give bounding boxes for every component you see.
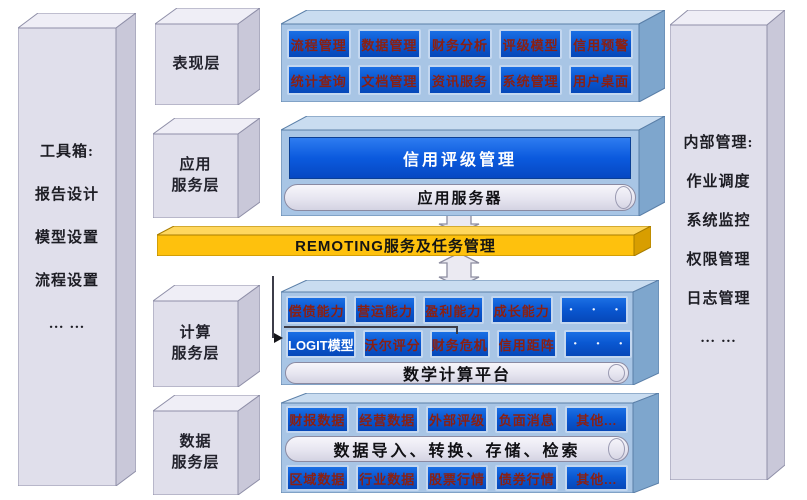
data-pipeline-cylinder: 数据导入、转换、存储、检索 <box>285 436 629 462</box>
layer-label: 服务层 <box>171 346 220 362</box>
internal-mgmt-item: 权限管理 <box>686 252 751 268</box>
module-button: 财务危机 <box>429 330 490 358</box>
callout-hline <box>284 326 458 328</box>
double-arrow-icon <box>438 253 480 287</box>
module-button: 信用预警 <box>569 29 633 59</box>
toolbox-panel: 工具箱: 报告设计 模型设置 流程设置 … … <box>18 13 136 486</box>
callout-vline <box>272 276 274 338</box>
toolbox-panel-3d-box <box>18 13 136 486</box>
data-source-button: 区域数据 <box>286 465 349 491</box>
credit-rating-app-bar: 信用评级管理 <box>289 137 631 179</box>
module-button: 评级模型 <box>498 29 563 59</box>
layer-label: 计算 <box>179 325 212 341</box>
module-button: 盈利能力 <box>422 296 485 324</box>
more-modules-button: · · · <box>563 330 633 358</box>
module-button: 偿债能力 <box>286 296 348 324</box>
toolbox-item-ellipsis: … … <box>48 316 86 332</box>
module-button: 用户桌面 <box>569 65 633 95</box>
internal-mgmt-text: 内部管理: 作业调度 系统监控 权限管理 日志管理 … … <box>670 132 767 349</box>
module-button: 流程管理 <box>287 29 351 59</box>
layer-label: 应用 <box>179 157 212 173</box>
module-button: 系统管理 <box>498 65 563 95</box>
application-server-cylinder: 应用服务器 <box>284 184 636 211</box>
toolbox-item: 报告设计 <box>34 187 99 203</box>
toolbox-title: 工具箱: <box>40 144 94 160</box>
internal-mgmt-item: 作业调度 <box>686 174 751 190</box>
math-platform-label: 数学计算平台 <box>402 367 511 384</box>
internal-mgmt-item-ellipsis: … … <box>700 330 737 346</box>
internal-mgmt-item: 系统监控 <box>686 213 751 229</box>
data-layer-container: 财报数据 经营数据 外部评级 负面消息 其他... 数据导入、转换、存储、检索 … <box>281 393 659 493</box>
toolbox-item: 流程设置 <box>34 273 99 289</box>
data-source-button: 负面消息 <box>495 406 559 433</box>
math-platform-cylinder: 数学计算平台 <box>285 362 629 384</box>
module-button: 营运能力 <box>354 296 416 324</box>
application-server-label: 应用服务器 <box>417 191 503 207</box>
callout-arrowhead-icon <box>274 333 283 343</box>
presentation-layer-container: 流程管理 数据管理 财务分析 评级模型 信用预警 统计查询 文档管理 资讯服务 … <box>281 10 665 102</box>
layer-cube-data: 数据 服务层 <box>153 395 260 495</box>
remoting-3d-bar <box>157 226 651 256</box>
data-source-button: 其他... <box>565 406 628 433</box>
cube-3d <box>153 118 260 218</box>
layer-cube-presentation: 表现层 <box>155 8 260 105</box>
remoting-bar: REMOTING服务及任务管理 <box>157 226 651 256</box>
internal-mgmt-panel: 内部管理: 作业调度 系统监控 权限管理 日志管理 … … <box>670 10 785 480</box>
callout-tick <box>456 326 458 334</box>
computing-layer-container: 偿债能力 营运能力 盈利能力 成长能力 · · · LOGIT模型 沃尔评分 财… <box>281 280 659 385</box>
application-layer-container: 信用评级管理 应用服务器 <box>281 116 665 216</box>
module-button: 信用距阵 <box>496 330 557 358</box>
internal-mgmt-3d-box <box>670 10 785 480</box>
data-source-button: 股票行情 <box>425 465 489 491</box>
cube-3d <box>153 395 260 495</box>
layer-label: 表现层 <box>172 56 221 72</box>
toolbox-item: 模型设置 <box>34 230 99 246</box>
layer-label: 服务层 <box>171 455 220 471</box>
data-pipeline-label: 数据导入、转换、存储、检索 <box>333 443 581 460</box>
module-button: LOGIT模型 <box>286 330 356 358</box>
module-button: 统计查询 <box>287 65 351 95</box>
layer-label: 服务层 <box>171 178 220 194</box>
data-source-button: 财报数据 <box>286 406 349 433</box>
internal-mgmt-item: 日志管理 <box>686 291 751 307</box>
module-button: 沃尔评分 <box>362 330 423 358</box>
credit-rating-app-label: 信用评级管理 <box>402 152 517 169</box>
more-modules-button: · · · <box>559 296 629 324</box>
data-source-button: 经营数据 <box>355 406 419 433</box>
cube-3d <box>155 8 260 105</box>
data-source-button: 外部评级 <box>425 406 489 433</box>
internal-mgmt-title: 内部管理: <box>683 135 754 151</box>
remoting-label: REMOTING服务及任务管理 <box>295 238 496 255</box>
module-button: 财务分析 <box>428 29 492 59</box>
layer-cube-computing: 计算 服务层 <box>153 285 260 387</box>
data-source-button: 其他... <box>565 465 628 491</box>
layer-label: 数据 <box>179 434 212 450</box>
layer-cube-application: 应用 服务层 <box>153 118 260 218</box>
module-button: 成长能力 <box>491 296 553 324</box>
module-button: 文档管理 <box>357 65 422 95</box>
module-button: 资讯服务 <box>428 65 492 95</box>
cube-3d <box>153 285 260 387</box>
data-source-button: 行业数据 <box>355 465 419 491</box>
module-button: 数据管理 <box>357 29 422 59</box>
data-source-button: 债券行情 <box>495 465 559 491</box>
toolbox-text: 工具箱: 报告设计 模型设置 流程设置 … … <box>18 141 116 335</box>
